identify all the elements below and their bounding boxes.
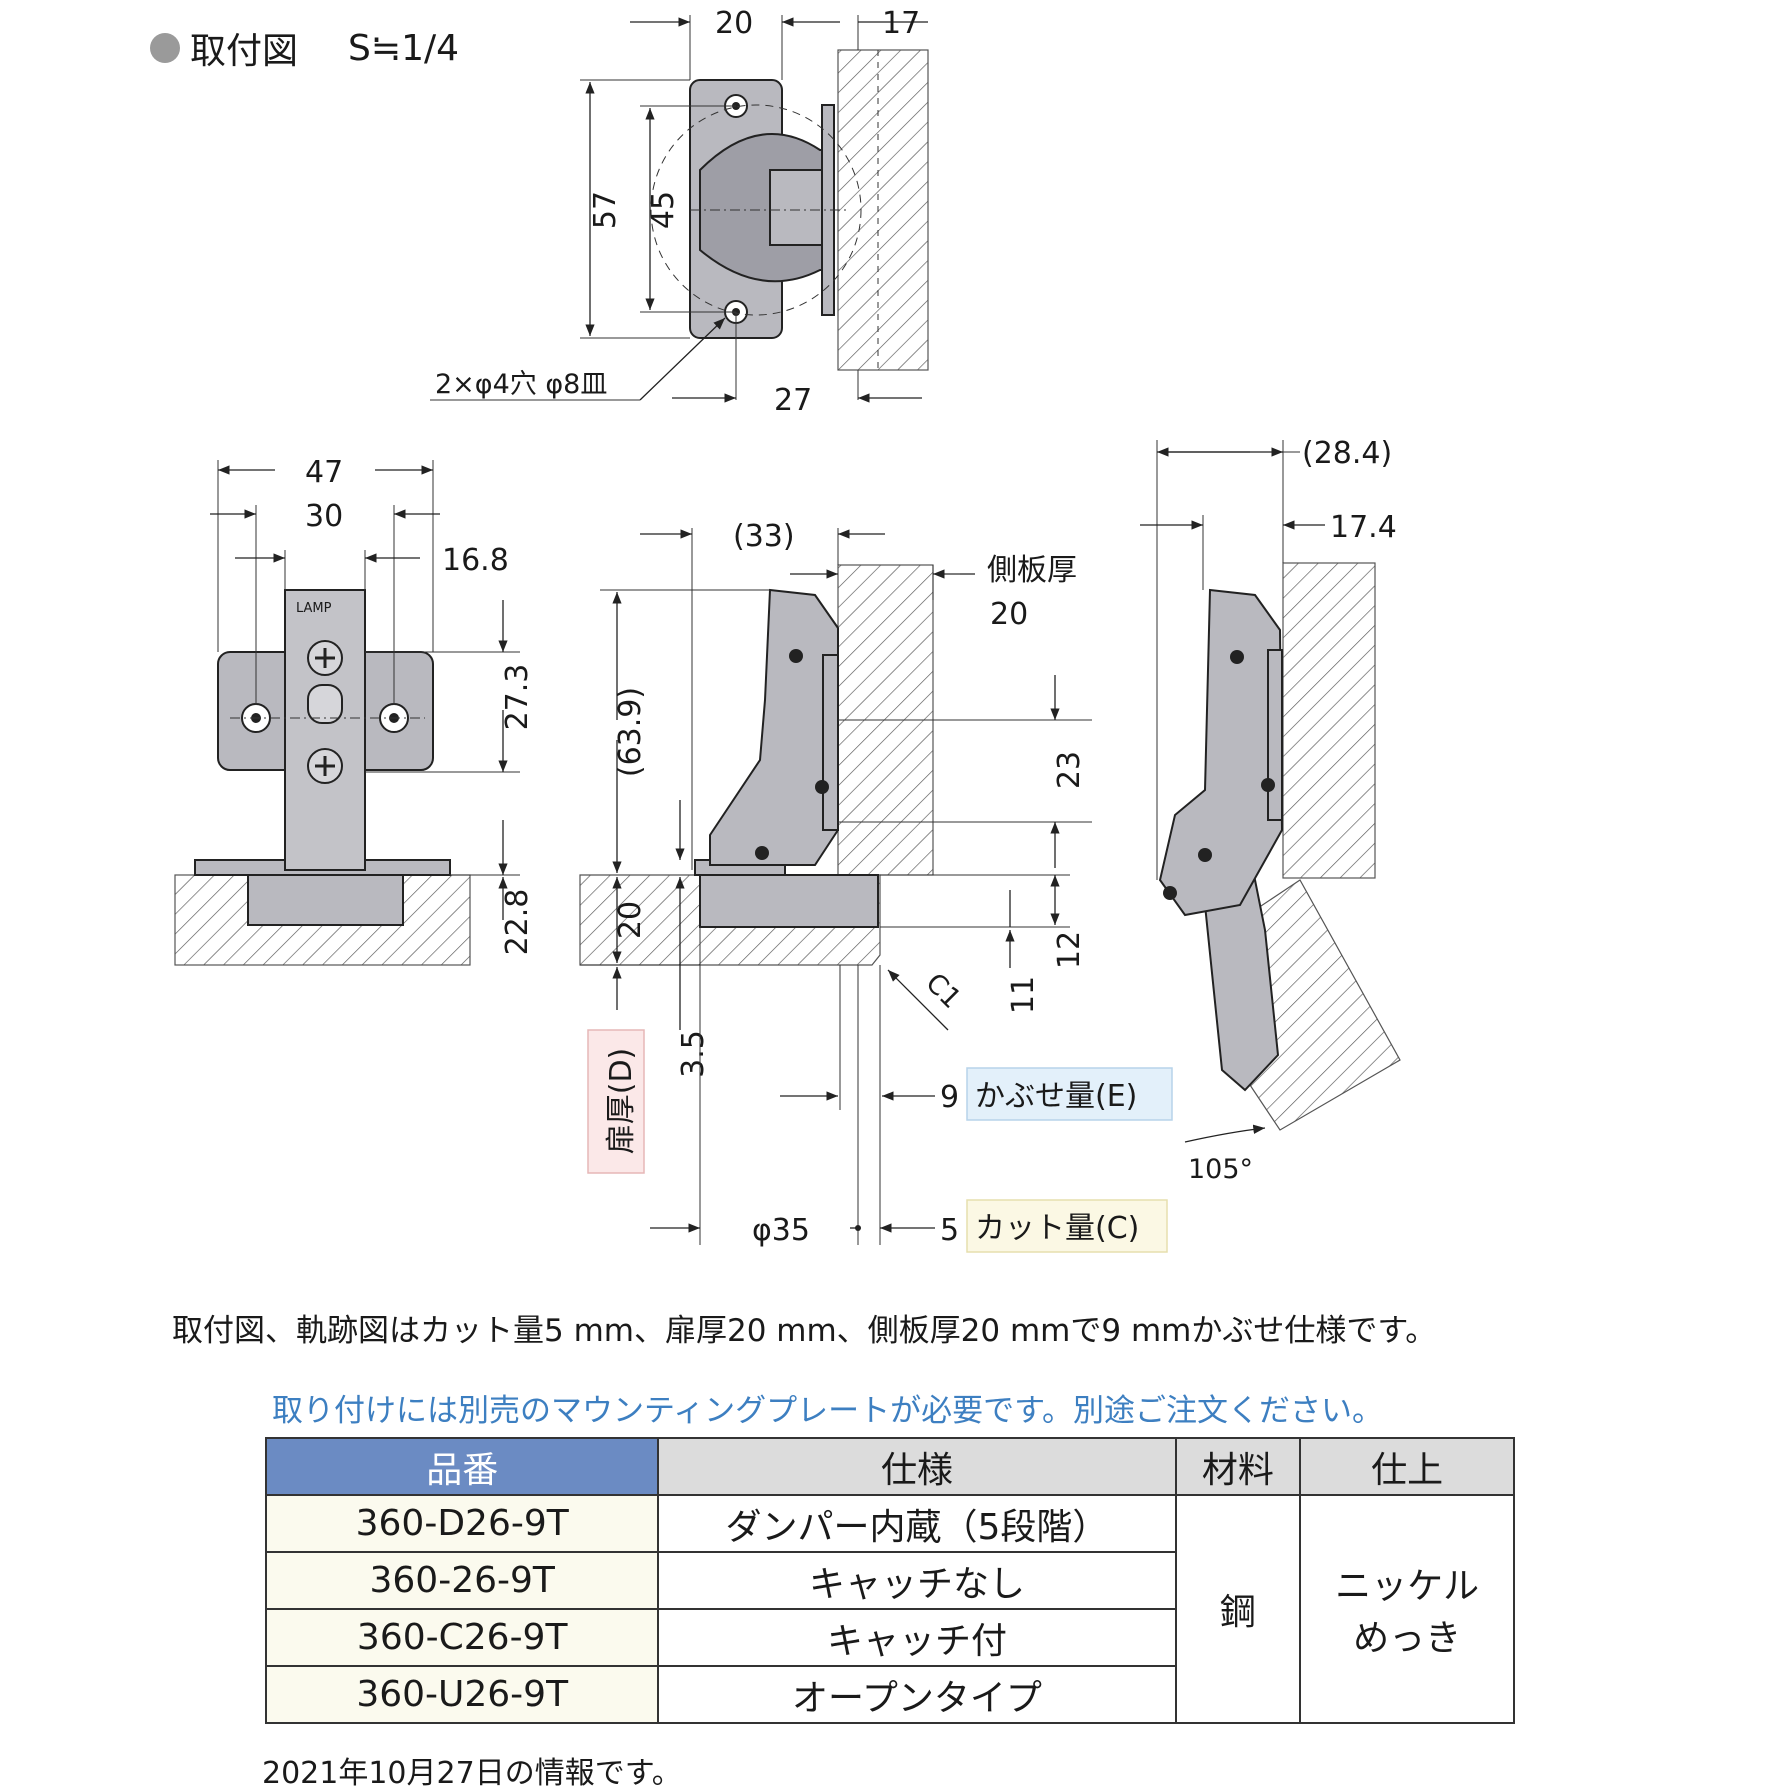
scale-ratio: S≒1/4 [348,27,460,69]
dim-63-9: (63.9) [613,687,648,777]
part-number: 360-C26-9T [264,1608,660,1667]
door-thickness-box [587,1029,645,1174]
spec-cell: オープンタイプ [657,1665,1177,1724]
dim-47: 47 [305,455,343,490]
dim-22-8: 22.8 [500,889,535,956]
dim-11: 11 [1006,976,1041,1014]
side-panel-label: 側板厚 [987,553,1077,588]
dim-23: 23 [1052,751,1087,789]
dim-5: 5 [940,1213,959,1248]
finish-line-2: めっき [1353,1618,1462,1659]
top-view: 20 17 57 45 27 2×φ4穴 φ8皿 [430,6,929,418]
dim-16-8: 16.8 [442,543,509,578]
table-row: 360-D26-9T ダンパー内蔵（5段階） 鋼 ニッケル めっき [264,1494,1515,1724]
info-date: 2021年10月27日の情報です。 [262,1756,682,1791]
dim-12: 12 [1052,931,1087,969]
cut-label: カット量(C) [975,1211,1139,1246]
mounting-drawing: 20 17 57 45 27 2×φ4穴 φ8皿 LAMP [174,6,1401,1253]
part-number: 360-D26-9T [264,1494,660,1553]
title-label: 取付図 [190,31,299,72]
dim-33: (33) [733,519,795,554]
dim-phi35: φ35 [752,1213,810,1248]
hinge-cup-front [247,874,404,926]
dim-20-door: 20 [613,901,648,939]
header-part-number: 品番 [264,1437,660,1496]
drawing-note: 取付図、軌跡図はカット量5 mm、扉厚20 mm、側板厚20 mmで9 mmかぶ… [172,1313,1437,1349]
finish-cell: ニッケル めっき [1299,1494,1515,1724]
dim-45: 45 [646,191,681,229]
overlay-box [966,1067,1173,1121]
dim-9: 9 [940,1080,959,1115]
door-thickness-label: 扉厚(D) [604,1048,639,1155]
spec-cell: キャッチ付 [657,1608,1177,1667]
dim-28-4: (28.4) [1302,436,1392,471]
spec-cell: ダンパー内蔵（5段階） [657,1494,1177,1553]
hinge-arm-side [709,588,839,866]
header-material: 材料 [1174,1437,1302,1496]
table-row: 360-U26-9T オープンタイプ [264,1665,1514,1724]
side-panel-hatch [837,49,929,371]
table-header-row: 品番 仕様 材料 仕上 [264,1437,1515,1496]
dim-27: 27 [774,383,812,418]
brand-mark: LAMP [296,601,332,616]
overlay-label: かぶせ量(E) [975,1079,1137,1114]
spec-cell: キャッチなし [657,1551,1177,1610]
dim-3-5: 3.5 [676,1030,711,1078]
cut-box [966,1199,1168,1253]
front-view: LAMP 47 30 16.8 27.3 22.8 [174,455,535,966]
dim-57: 57 [588,191,623,229]
spec-table: 品番 仕様 材料 仕上 360-D26-9T ダンパー内蔵（5段階） 鋼 ニッケ… [264,1437,1515,1724]
finish-line-1: ニッケル [1335,1566,1480,1607]
mounting-plate-notice: 取り付けには別売のマウンティングプレートが必要です。別途ご注文ください。 [272,1393,1384,1429]
side-panel-hatch-3 [1282,562,1376,879]
part-number: 360-26-9T [264,1551,660,1610]
dim-27-3: 27.3 [500,664,535,731]
hinge-arm-top [769,169,831,246]
dim-17-4: 17.4 [1330,510,1397,545]
header-spec: 仕様 [657,1437,1177,1496]
material-cell: 鋼 [1174,1494,1302,1724]
part-number: 360-U26-9T [264,1665,660,1724]
angle-105: 105° [1188,1154,1253,1185]
header-finish: 仕上 [1299,1437,1515,1496]
drawing-title: 取付図 S≒1/4 [150,22,459,74]
dim-30: 30 [305,499,343,534]
side-view: (33) 側板厚 20 (63.9) 20 3.5 23 12 11 C1 [579,519,1173,1253]
hinge-cup-side [699,874,879,928]
dim-17: 17 [882,6,920,41]
hole-note: 2×φ4穴 φ8皿 [435,369,607,400]
table-row: 360-26-9T キャッチなし [264,1551,1514,1610]
hinge-arm-open [1158,588,1284,917]
open-view: (28.4) 17.4 105° [1140,436,1401,1185]
table-row: 360-C26-9T キャッチ付 [264,1608,1514,1667]
side-panel-value: 20 [990,597,1028,632]
bullet-icon [150,33,180,63]
dim-20: 20 [715,6,753,41]
